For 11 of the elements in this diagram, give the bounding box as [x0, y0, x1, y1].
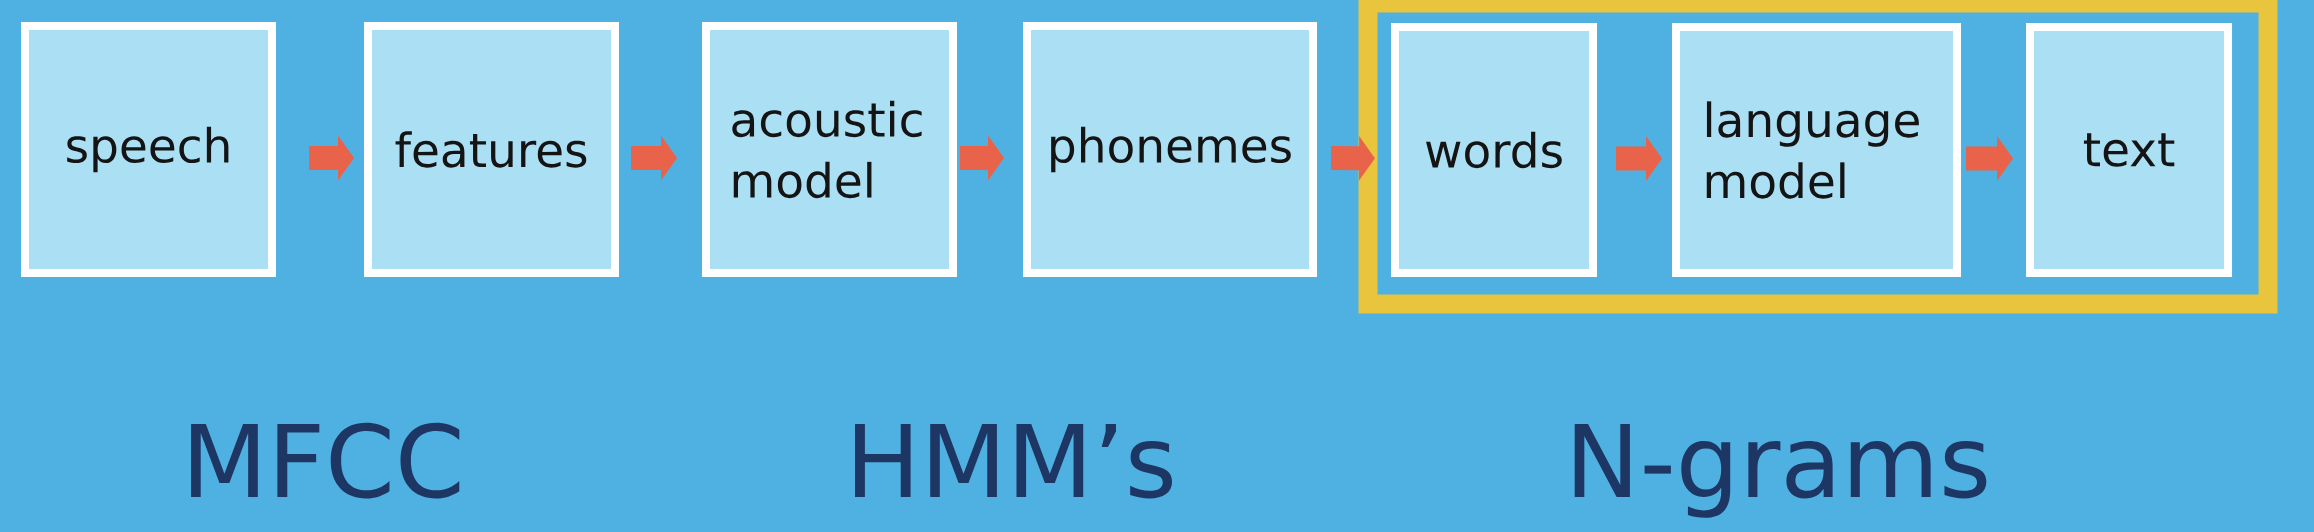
stage-box: phonemes [1023, 22, 1318, 277]
highlight-frame [1358, 0, 2278, 314]
stage-box: acoustic model [702, 22, 957, 277]
stage-box: speech [21, 22, 276, 277]
stage-box: features [364, 22, 619, 277]
stage-label: MFCC [191, 422, 460, 499]
stage-box: text [2026, 23, 2233, 277]
stage-box: language model [1672, 23, 1962, 277]
stage-label: N-grams [1574, 424, 1987, 518]
stage-label: HMM’s [855, 424, 1172, 499]
stage-box: words [1391, 23, 1598, 277]
